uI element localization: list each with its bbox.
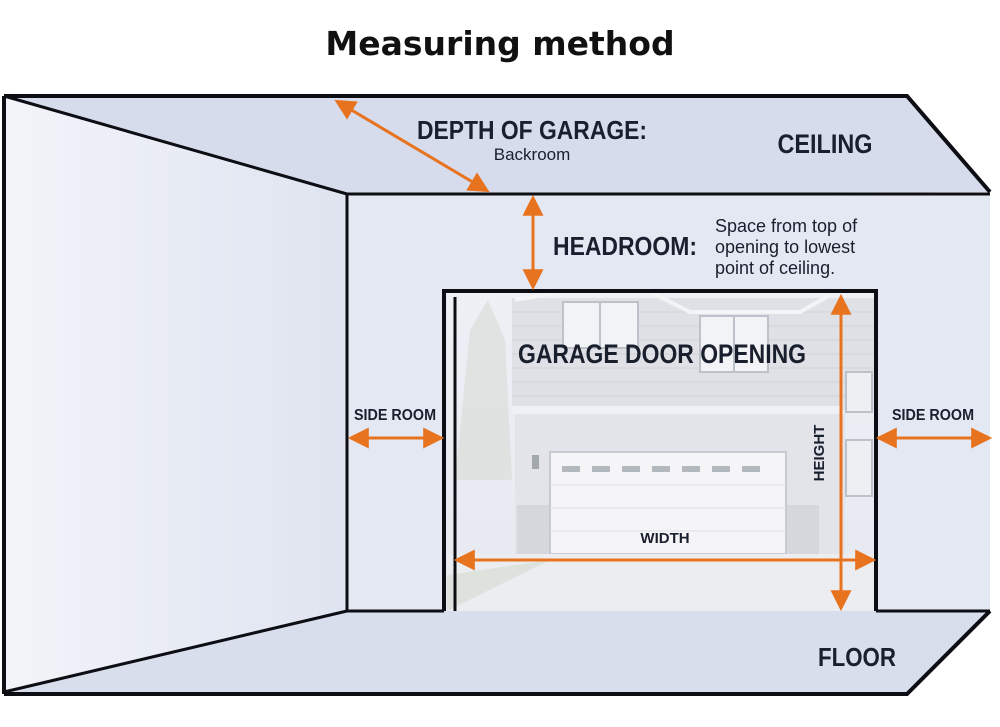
- floor-surface: [4, 611, 990, 694]
- side-room-left-label: SIDE ROOM: [354, 407, 436, 424]
- headroom-desc-line-1: Space from top of: [715, 216, 858, 236]
- diagram-title: Measuring method: [325, 24, 674, 63]
- depth-arrow: [334, 99, 490, 193]
- depth-sub-label: Backroom: [494, 145, 571, 164]
- headroom-desc-line-3: point of ceiling.: [715, 258, 835, 278]
- stone-column: [517, 505, 549, 555]
- headroom-desc-line-2: opening to lowest: [715, 237, 855, 257]
- width-label: WIDTH: [640, 530, 689, 547]
- tree-shape: [455, 300, 512, 480]
- measurement-arrows: [334, 99, 993, 612]
- headroom-label: HEADROOM:: [553, 231, 697, 261]
- ceiling-label: CEILING: [778, 129, 873, 159]
- garage-door-opening-label: GARAGE DOOR OPENING: [518, 339, 806, 369]
- height-label: HEIGHT: [811, 425, 828, 482]
- ceiling-surface: [4, 96, 990, 194]
- left-wall-surface: [4, 96, 347, 692]
- depth-of-garage-label: DEPTH OF GARAGE:: [417, 115, 647, 145]
- side-room-right-label: SIDE ROOM: [892, 407, 974, 424]
- lamp-icon: [532, 455, 539, 469]
- stone-column: [787, 505, 819, 555]
- floor-label: FLOOR: [818, 642, 896, 672]
